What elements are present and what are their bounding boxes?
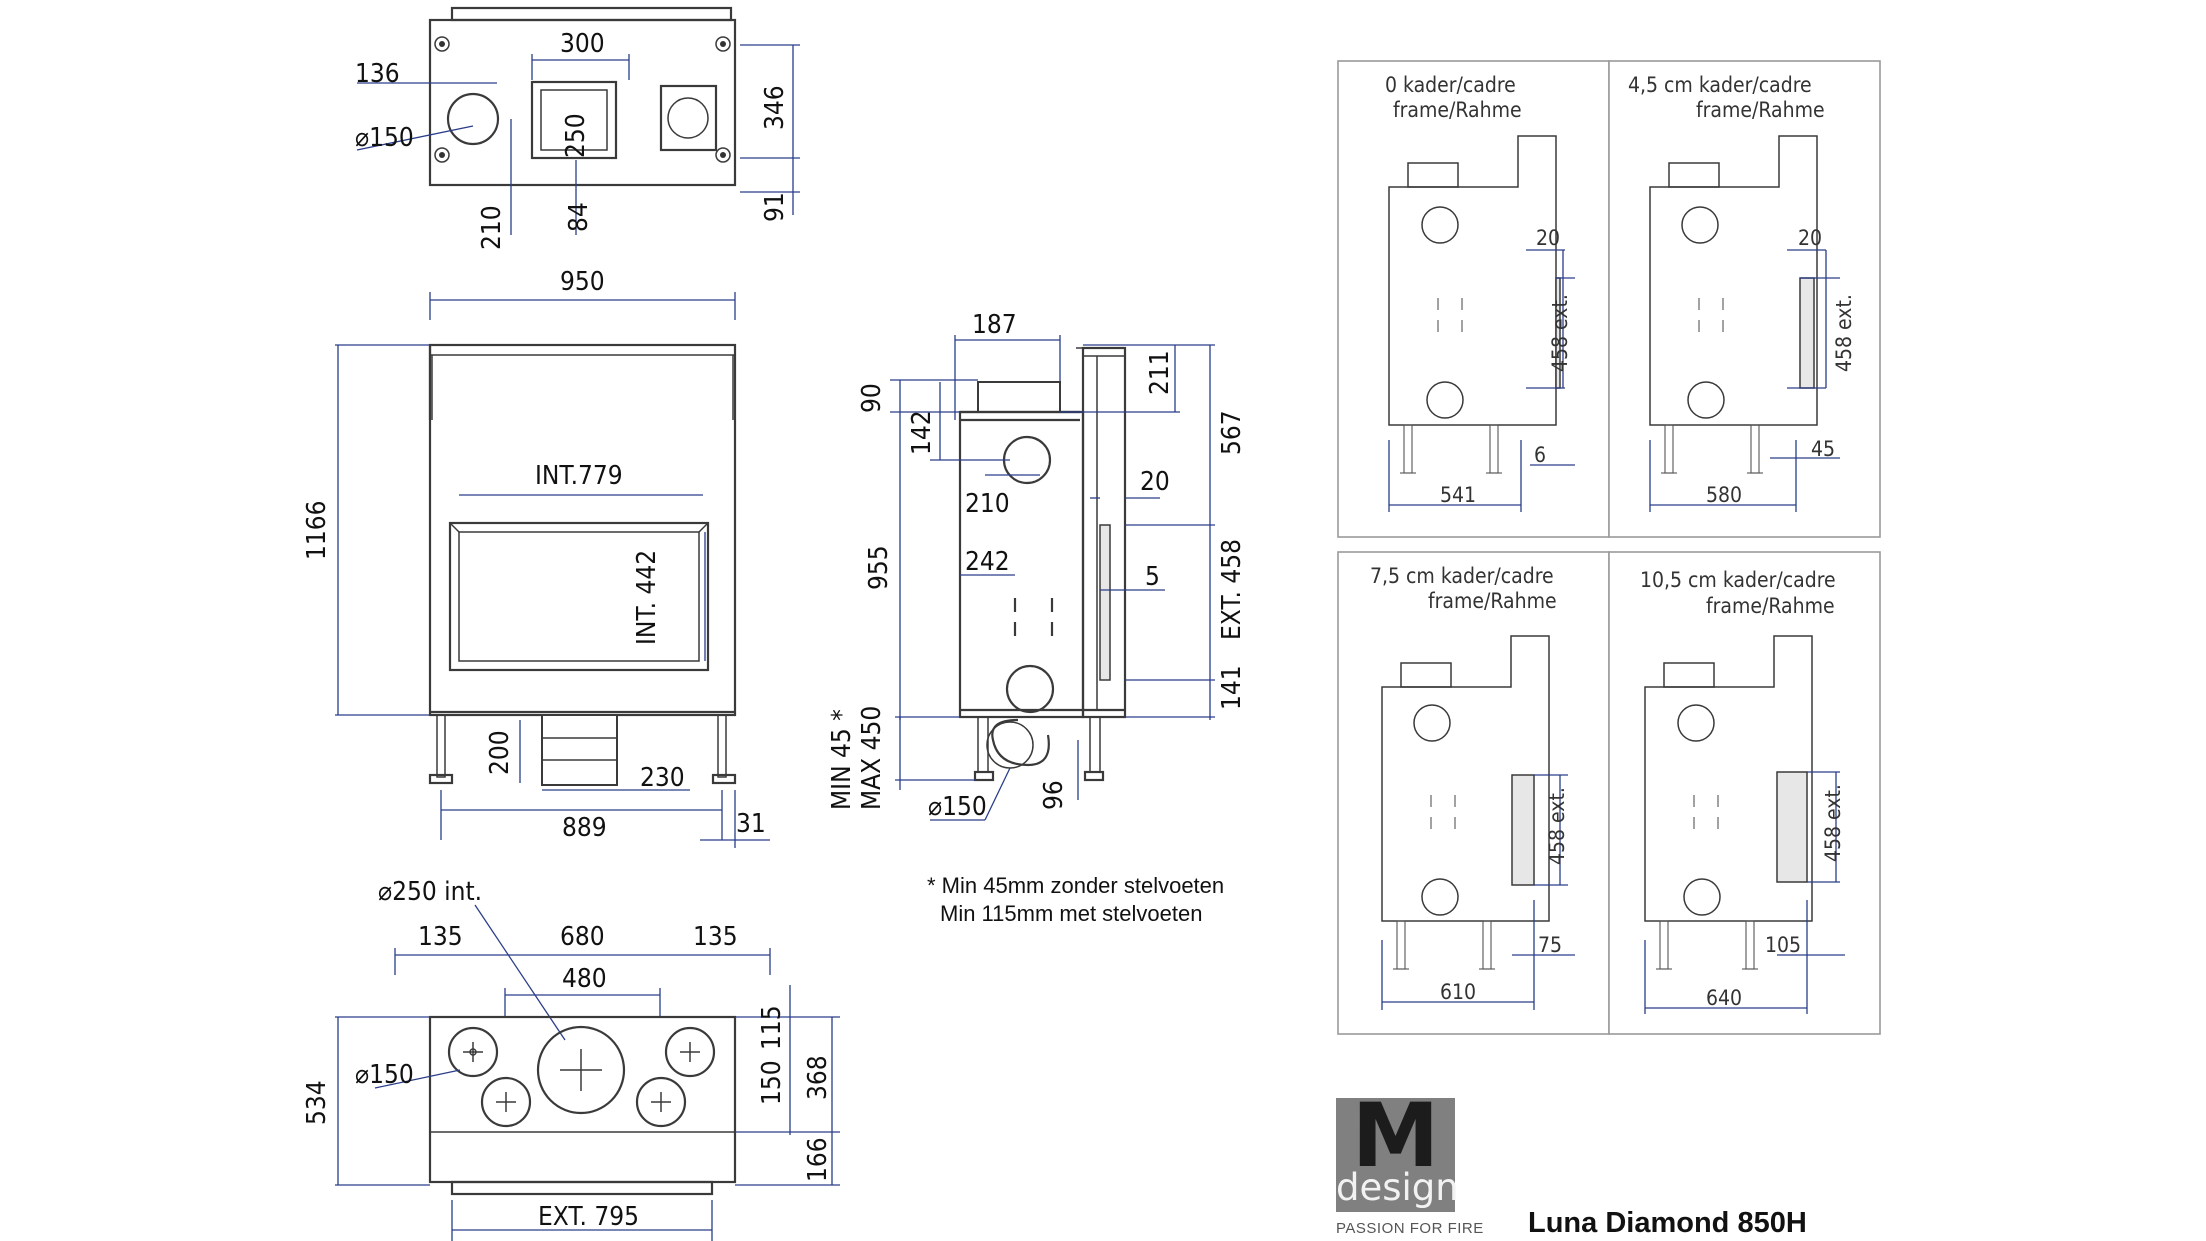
logo-word: design	[1336, 1166, 1459, 1209]
dim-20-side: 20	[1140, 467, 1170, 497]
dim-ext-458: EXT. 458	[1217, 539, 1247, 640]
top-view: 300 136 ⌀150 250 346 210 84 91	[355, 6, 800, 250]
dim-210: 210	[477, 205, 507, 250]
frame-panel-ext-dim: 458 ext.	[1821, 784, 1845, 862]
frame-panel-subtitle: frame/Rahme	[1696, 98, 1825, 122]
dim-150: 150	[757, 1060, 787, 1105]
dim-200: 200	[485, 730, 515, 775]
frame-panel-side-dim: 45	[1811, 437, 1835, 461]
front-view: 950 1166 INT.779 INT. 442 200 230	[302, 267, 770, 848]
frame-panel-ext-dim: 458 ext.	[1832, 294, 1856, 372]
dim-90: 90	[857, 383, 887, 413]
frame-panel-title: 7,5 cm kader/cadre	[1370, 564, 1554, 588]
dim-950: 950	[560, 267, 605, 297]
dim-max-450: MAX 450	[857, 706, 887, 810]
dim-diameter-150: ⌀150	[355, 123, 414, 153]
dim-136: 136	[355, 59, 400, 89]
frame-panel-7-5cm: 7,5 cm kader/cadre frame/Rahme 458 ext. …	[1337, 551, 1610, 1035]
frame-panel-0cm: 0 kader/cadre frame/Rahme 20 458 ext. 6 …	[1337, 60, 1610, 538]
frame-panel-width-dim: 580	[1706, 483, 1742, 507]
frame-panel-ext-dim: 458 ext.	[1545, 787, 1569, 865]
dim-889: 889	[562, 813, 607, 843]
frame-panel-side-dim: 75	[1538, 933, 1562, 957]
frame-panel-10-5cm: 10,5 cm kader/cadre frame/Rahme 458 ext.…	[1608, 551, 1881, 1035]
dim-142: 142	[907, 410, 937, 455]
frame-panel-top-dim: 20	[1536, 226, 1560, 250]
frame-panel-side-dim: 105	[1765, 933, 1801, 957]
side-view: 187 90 142 211	[827, 310, 1247, 822]
dim-250: 250	[561, 113, 591, 158]
dim-91: 91	[760, 192, 790, 222]
dim-567: 567	[1217, 410, 1247, 455]
frame-panel-width-dim: 541	[1440, 483, 1476, 507]
dim-346: 346	[760, 85, 790, 130]
frame-panel-4-5cm: 4,5 cm kader/cadre frame/Rahme 20 458 ex…	[1608, 60, 1881, 538]
dim-230: 230	[640, 763, 685, 793]
dim-115: 115	[757, 1005, 787, 1050]
dim-534: 534	[302, 1080, 332, 1125]
frame-panel-side-dim: 6	[1534, 443, 1546, 467]
frame-panel-width-dim: 640	[1706, 986, 1742, 1010]
dim-diameter-150-bottom: ⌀150	[355, 1060, 414, 1090]
dim-31: 31	[736, 809, 766, 839]
note-line-1: * Min 45mm zonder stelvoeten	[927, 873, 1224, 898]
dim-96: 96	[1039, 780, 1069, 810]
dim-5: 5	[1145, 562, 1160, 592]
dim-ext-795: EXT. 795	[538, 1202, 639, 1232]
dim-955: 955	[864, 545, 894, 590]
dim-300: 300	[560, 29, 605, 59]
dim-141: 141	[1217, 665, 1247, 710]
dim-480: 480	[562, 964, 607, 994]
bottom-view: ⌀250 int. 135 680 135 480 ⌀150	[302, 877, 840, 1241]
dim-680: 680	[560, 922, 605, 952]
frame-panel-subtitle: frame/Rahme	[1706, 594, 1835, 618]
frame-panel-top-dim: 20	[1798, 226, 1822, 250]
frame-panel-ext-dim: 458 ext.	[1548, 294, 1572, 372]
dim-84: 84	[564, 202, 594, 232]
dim-210-side: 210	[965, 489, 1010, 519]
dim-368: 368	[803, 1055, 833, 1100]
dim-211: 211	[1145, 350, 1175, 395]
dim-166: 166	[803, 1137, 833, 1182]
brand-tagline: PASSION FOR FIRE	[1336, 1220, 1484, 1237]
dim-int-779: INT.779	[535, 461, 623, 491]
dim-1166: 1166	[302, 500, 332, 560]
frame-panel-subtitle: frame/Rahme	[1393, 98, 1522, 122]
dim-135-left: 135	[418, 922, 463, 952]
frame-panel-title: 0 kader/cadre	[1385, 73, 1516, 97]
dim-diameter-250-int: ⌀250 int.	[378, 877, 482, 907]
dim-242: 242	[965, 547, 1010, 577]
dim-187: 187	[972, 310, 1017, 340]
note-line-2: Min 115mm met stelvoeten	[940, 901, 1202, 926]
frame-panel-title: 4,5 cm kader/cadre	[1628, 73, 1812, 97]
frame-panel-title: 10,5 cm kader/cadre	[1640, 568, 1836, 592]
logo-letter: M	[1351, 1084, 1440, 1187]
dim-135-right: 135	[693, 922, 738, 952]
dim-int-442: INT. 442	[632, 550, 662, 645]
brand-logo: M design	[1336, 1092, 1459, 1212]
frame-panel-width-dim: 610	[1440, 980, 1476, 1004]
dim-min-45: MIN 45 *	[827, 709, 857, 810]
frame-panel-subtitle: frame/Rahme	[1428, 589, 1557, 613]
model-title: Luna Diamond 850H	[1528, 1207, 1807, 1239]
dim-diameter-150-side: ⌀150	[928, 792, 987, 822]
